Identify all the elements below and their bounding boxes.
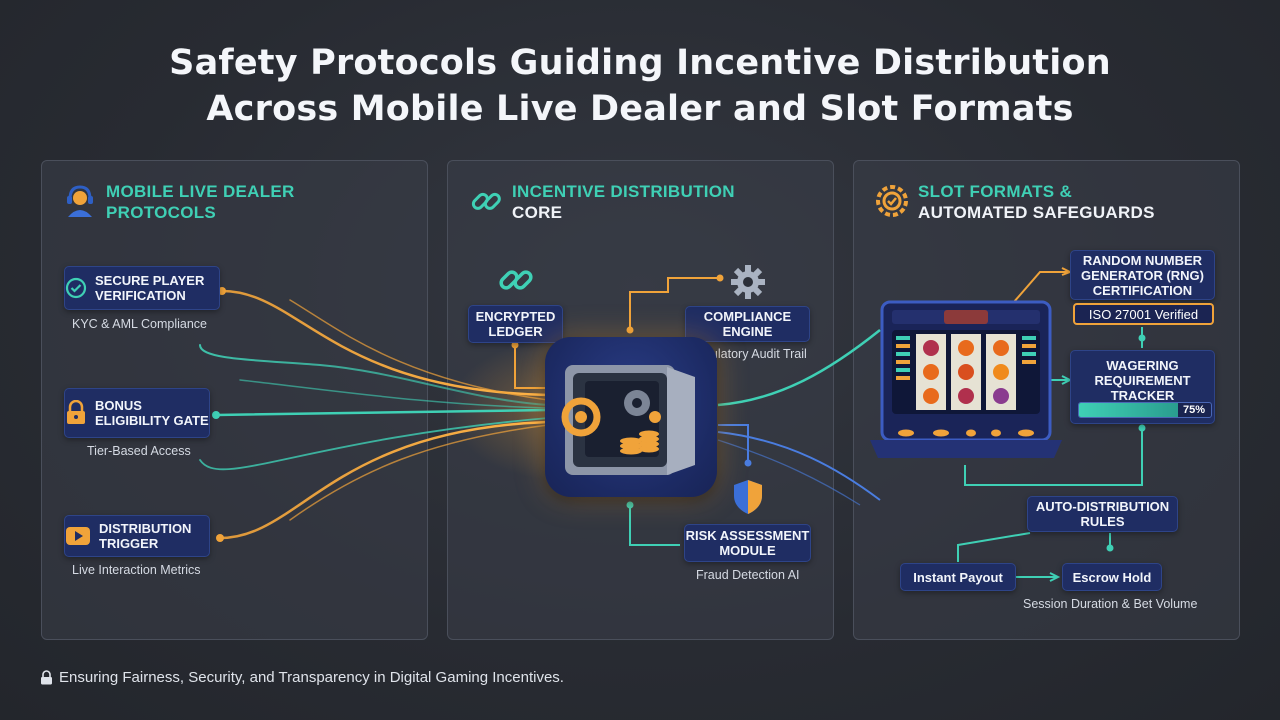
core-vault-tile [545, 337, 717, 497]
headset-dealer-icon [67, 185, 93, 217]
title-line-1: Safety Protocols Guiding Incentive Distr… [169, 43, 1111, 83]
node-label: ENCRYPTED LEDGER [475, 309, 556, 339]
wagering-progress-label: 75% [1182, 404, 1205, 416]
node-label: WAGERING REQUIREMENT TRACKER [1094, 358, 1191, 403]
node-compliance-engine[interactable]: COMPLIANCE ENGINE [685, 306, 810, 342]
node-label: RISK ASSESSMENT MODULE [685, 528, 810, 558]
node-label: Escrow Hold [1072, 569, 1152, 585]
caption-kyc-aml: KYC & AML Compliance [72, 317, 208, 331]
wagering-progress-bar: 75% [1078, 402, 1212, 418]
panel-heading-center-line1: INCENTIVE DISTRIBUTION [512, 182, 735, 201]
panel-heading-left-line1: MOBILE LIVE DEALER [106, 182, 295, 201]
vault-safe-icon [561, 365, 695, 475]
node-label: BONUS ELIGIBILITY GATE [95, 398, 209, 428]
check-circle-icon [65, 277, 87, 299]
panel-heading-left: MOBILE LIVE DEALER PROTOCOLS [62, 181, 295, 223]
node-bonus-eligibility-gate[interactable]: BONUS ELIGIBILITY GATE [64, 388, 210, 438]
caption-tier-based-access: Tier-Based Access [87, 444, 191, 458]
node-auto-distribution-rules[interactable]: AUTO-DISTRIBUTION RULES [1027, 496, 1178, 532]
wagering-progress-fill [1079, 403, 1178, 417]
lock-icon [41, 670, 52, 685]
caption-fraud-detection-ai: Fraud Detection AI [696, 568, 800, 582]
node-escrow-hold[interactable]: Escrow Hold [1062, 563, 1162, 591]
node-label: Instant Payout [913, 569, 1003, 585]
chain-link-icon [499, 270, 533, 290]
gear-badge-icon [876, 185, 908, 217]
iso-27001-badge: ISO 27001 Verified [1073, 303, 1214, 325]
node-encrypted-ledger[interactable]: ENCRYPTED LEDGER [468, 305, 563, 343]
caption-session-duration: Session Duration & Bet Volume [1023, 597, 1198, 611]
node-risk-assessment-module[interactable]: RISK ASSESSMENT MODULE [684, 524, 811, 562]
panel-heading-left-line2: PROTOCOLS [106, 203, 217, 222]
padlock-icon [67, 400, 85, 424]
panel-heading-center-line2: CORE [512, 203, 563, 222]
node-label: RANDOM NUMBER GENERATOR (RNG) CERTIFICAT… [1080, 252, 1205, 298]
node-rng-certification[interactable]: RANDOM NUMBER GENERATOR (RNG) CERTIFICAT… [1070, 250, 1215, 300]
panel-heading-right: SLOT FORMATS & AUTOMATED SAFEGUARDS [874, 181, 1155, 223]
node-label: COMPLIANCE ENGINE [703, 309, 792, 339]
gear-icon [731, 265, 765, 299]
caption-live-interaction-metrics: Live Interaction Metrics [72, 563, 201, 577]
node-label: DISTRIBUTION TRIGGER [99, 521, 192, 551]
chain-link-icon [471, 192, 501, 210]
node-label: SECURE PLAYER VERIFICATION [95, 273, 205, 303]
center-connectors [511, 274, 881, 546]
shield-icon [734, 480, 762, 514]
caption-regulatory-audit-trail: Regulatory Audit Trail [688, 347, 807, 361]
footer: Ensuring Fairness, Security, and Transpa… [40, 669, 564, 686]
panel-heading-right-line2: AUTOMATED SAFEGUARDS [918, 203, 1155, 222]
right-connectors [957, 267, 1146, 582]
panel-heading-right-line1: SLOT FORMATS & [918, 182, 1073, 201]
panel-heading-center: INCENTIVE DISTRIBUTION CORE [468, 181, 735, 223]
play-icon [66, 527, 90, 545]
title-line-2: Across Mobile Live Dealer and Slot Forma… [206, 89, 1074, 129]
node-distribution-trigger[interactable]: DISTRIBUTION TRIGGER [64, 515, 210, 557]
node-instant-payout[interactable]: Instant Payout [900, 563, 1016, 591]
left-flows [199, 287, 550, 542]
iso-badge-text: ISO 27001 Verified [1088, 306, 1199, 322]
footer-text: Ensuring Fairness, Security, and Transpa… [59, 669, 564, 686]
page-title: Safety Protocols Guiding Incentive Distr… [0, 40, 1280, 132]
node-label: AUTO-DISTRIBUTION RULES [1035, 499, 1170, 529]
node-secure-player-verification[interactable]: SECURE PLAYER VERIFICATION [64, 266, 220, 310]
slot-machine-icon [870, 300, 1062, 458]
